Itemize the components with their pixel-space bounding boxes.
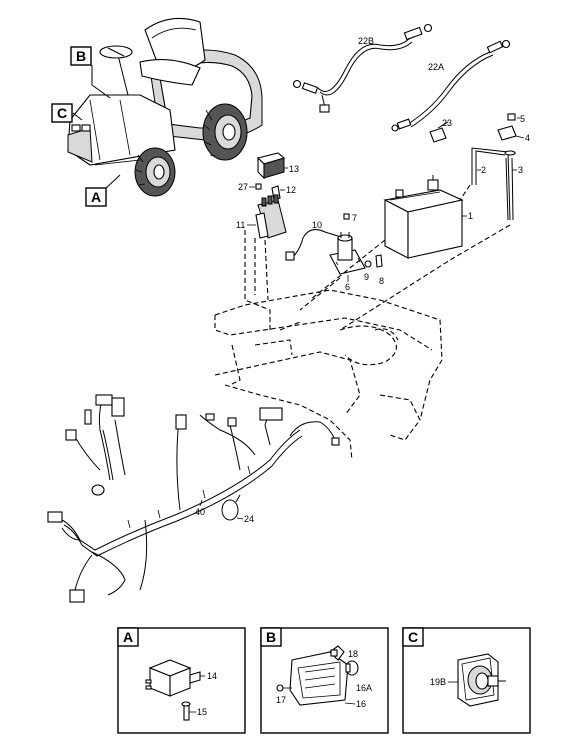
detail-b-key: B: [266, 629, 276, 645]
callout-13: 13: [289, 164, 299, 174]
callout-18: 18: [348, 649, 358, 659]
part-8: [375, 254, 383, 268]
detail-view-b: B 18 16A 17 16: [260, 627, 389, 734]
view-key-b-label: B: [76, 48, 86, 64]
part-13: [256, 152, 286, 180]
callout-16a: 16A: [356, 683, 372, 693]
callout-3: 3: [518, 165, 523, 175]
detail-view-a: A 14 15: [117, 627, 246, 734]
wire-harness: [47, 394, 340, 603]
part-23: [429, 121, 449, 143]
callout-2: 2: [481, 165, 486, 175]
callout-11: 11: [236, 220, 245, 230]
callout-15: 15: [197, 707, 207, 717]
cable-tie: [221, 494, 241, 521]
battery: [383, 175, 464, 259]
callout-24: 24: [244, 514, 254, 524]
fuse-holder: [255, 194, 287, 239]
callout-8: 8: [379, 276, 384, 286]
tractor-illustration: [67, 17, 263, 197]
view-key-c-label: C: [57, 105, 67, 121]
callout-1: 1: [468, 211, 473, 221]
callout-22a: 22A: [428, 62, 444, 72]
view-key-c: C: [51, 103, 73, 123]
chassis-frame-outline: [214, 230, 443, 461]
callout-12: 12: [286, 185, 296, 195]
callout-10: 10: [312, 220, 322, 230]
callout-27: 27: [238, 182, 248, 192]
cable-22b: [292, 23, 433, 113]
callout-19b: 19B: [430, 677, 446, 687]
callout-14: 14: [207, 671, 217, 681]
detail-a-key: A: [123, 629, 133, 645]
callout-17: 17: [276, 695, 286, 705]
callout-4: 4: [525, 133, 530, 143]
callout-22b: 22B: [358, 36, 374, 46]
callout-9: 9: [364, 272, 369, 282]
ground-route-line: [339, 224, 511, 331]
cable-22a: [391, 39, 511, 132]
callout-5: 5: [520, 114, 525, 124]
callout-7: 7: [352, 213, 357, 223]
solenoid: [285, 229, 366, 275]
callout-16: 16: [356, 699, 366, 709]
part-27: [255, 183, 262, 190]
part-7: [343, 213, 350, 220]
view-key-a-label: A: [91, 189, 101, 205]
callout-23: 23: [442, 118, 452, 128]
hold-down-rod: [471, 113, 517, 221]
part-9: [364, 260, 372, 268]
view-key-b: B: [70, 46, 92, 66]
detail-c-key: C: [408, 629, 418, 645]
view-key-a: A: [85, 187, 107, 207]
detail-view-c: C 19B: [402, 627, 531, 734]
callout-6: 6: [345, 282, 350, 292]
callout-40: 40: [195, 507, 205, 517]
